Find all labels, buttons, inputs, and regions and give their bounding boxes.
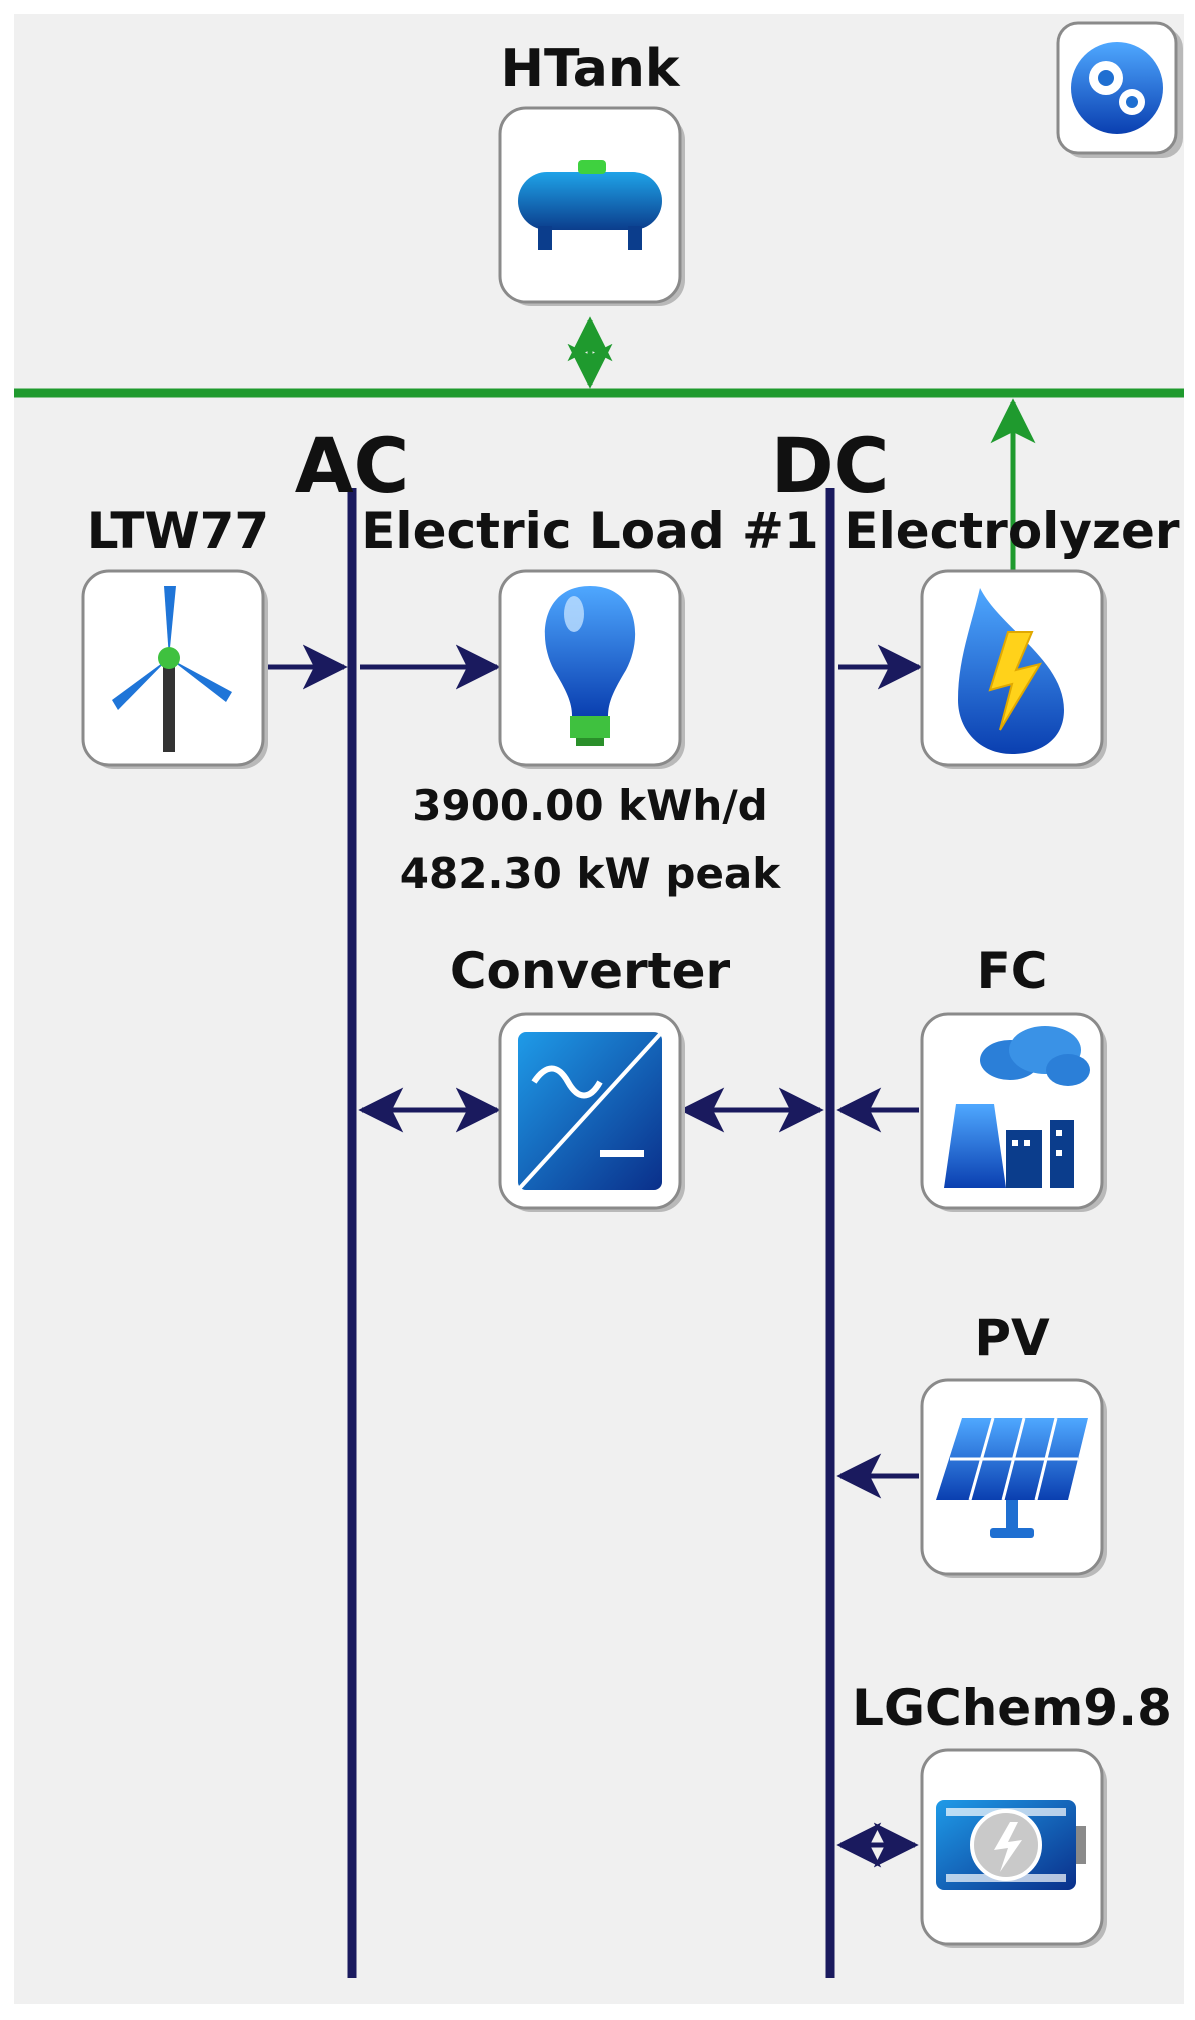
- pv-label: PV: [974, 1309, 1050, 1367]
- converter-component[interactable]: [498, 1012, 685, 1212]
- electrolyzer-component[interactable]: [920, 569, 1107, 769]
- light-bulb-icon: [544, 586, 636, 746]
- fuel-cell-plant-icon: [944, 1026, 1090, 1188]
- pv-component[interactable]: [920, 1378, 1107, 1578]
- wind-turbine-icon: [112, 586, 232, 752]
- htank-label: HTank: [501, 39, 681, 99]
- fc-component[interactable]: [920, 1012, 1107, 1212]
- ac-bus-label: AC: [295, 421, 410, 510]
- ltw77-label: LTW77: [87, 502, 269, 560]
- gears-icon[interactable]: [1056, 21, 1183, 158]
- battery-label: LGChem9.8: [852, 1679, 1172, 1737]
- ltw77-component[interactable]: [81, 569, 268, 769]
- electrolyzer-label: Electrolyzer: [844, 502, 1179, 560]
- converter-icon: [516, 1030, 664, 1192]
- electric-load-label: Electric Load #1: [361, 502, 818, 560]
- solar-panel-icon: [936, 1417, 1088, 1538]
- hydrogen-tank-icon: [518, 160, 662, 250]
- fc-label: FC: [977, 942, 1048, 1000]
- converter-label: Converter: [450, 942, 731, 1000]
- dc-bus-label: DC: [771, 421, 890, 510]
- load-peak-value: 482.30 kW peak: [400, 849, 781, 898]
- battery-icon: [936, 1800, 1086, 1890]
- htank-component[interactable]: [498, 106, 685, 306]
- load-energy-value: 3900.00 kWh/d: [412, 781, 767, 830]
- battery-component[interactable]: [920, 1748, 1107, 1948]
- electric-load-component[interactable]: [498, 569, 685, 769]
- electrolyzer-drop-icon: [958, 588, 1064, 754]
